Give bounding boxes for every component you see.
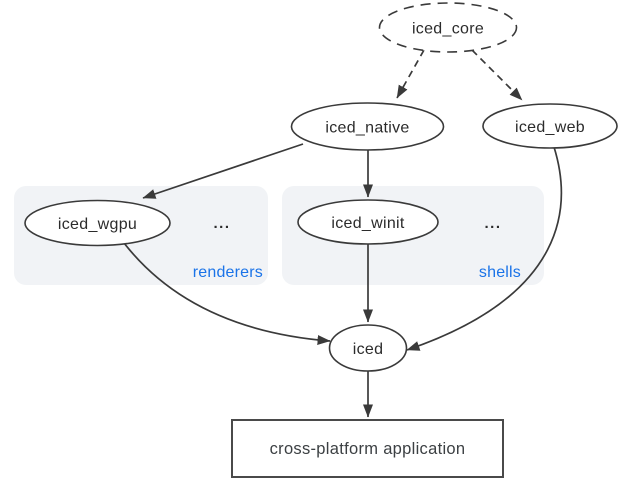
edge-iced_core-iced_web (471, 49, 523, 101)
node-iced (328, 324, 408, 372)
node-iced-native (290, 102, 445, 151)
node-iced-winit (297, 199, 439, 245)
node-iced-web (482, 103, 618, 149)
node-label-iced-core: iced_core (412, 21, 484, 38)
node-label-iced-web: iced_web (515, 119, 585, 136)
node-iced-core (378, 2, 518, 53)
edge-iced_wgpu-iced (123, 242, 331, 345)
group-shells-ellipsis: ... (484, 215, 501, 232)
edge-iced_native-iced_wgpu (142, 143, 304, 199)
group-label-renderers: renderers (193, 264, 263, 281)
group-renderers-ellipsis: ... (213, 215, 230, 232)
edge-iced_web-iced (406, 146, 563, 351)
node-label-iced-native: iced_native (325, 120, 409, 137)
node-label-application: cross-platform application (270, 440, 466, 458)
group-label-shells: shells (479, 264, 521, 281)
node-label-iced-wgpu: iced_wgpu (58, 216, 137, 233)
node-application (231, 419, 504, 478)
node-label-iced: iced (353, 341, 384, 358)
node-label-iced-winit: iced_winit (331, 215, 405, 232)
edge-iced_core-iced_native (396, 49, 425, 99)
node-iced-wgpu (24, 199, 171, 247)
